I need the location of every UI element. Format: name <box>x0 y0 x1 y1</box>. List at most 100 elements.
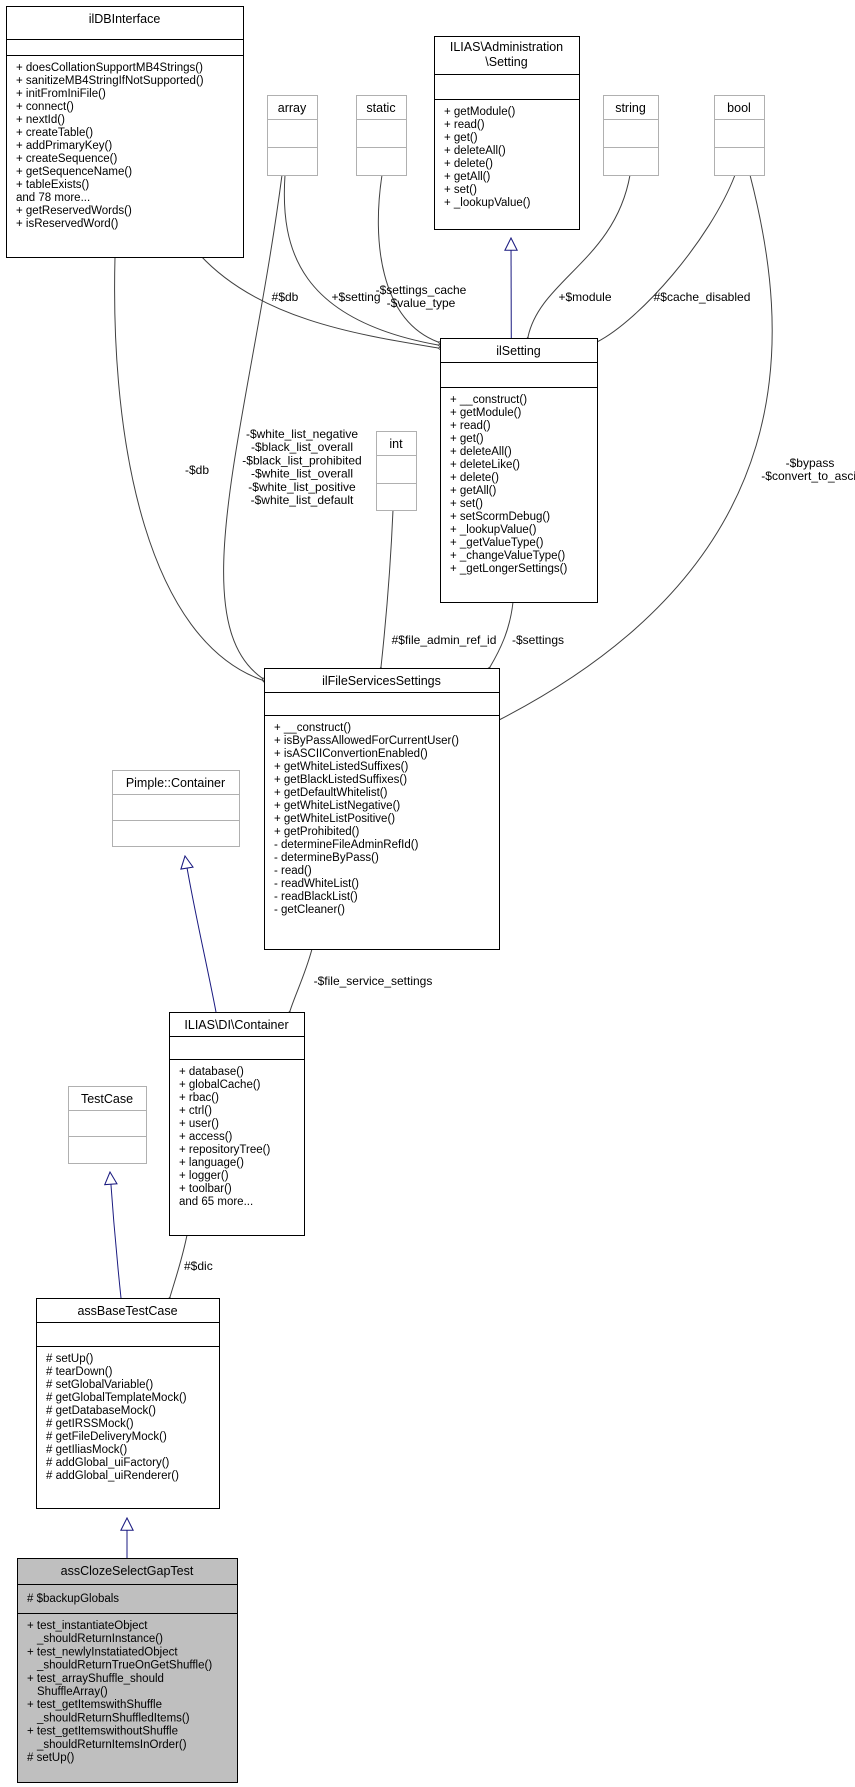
class-method: # getFileDeliveryMock() <box>46 1431 167 1443</box>
class-di-container: ILIAS\DI\Container+ database()+ globalCa… <box>169 1012 305 1236</box>
class-method: # setUp() <box>27 1752 74 1764</box>
agg-ilsetting-fss <box>490 601 514 667</box>
class-ilfileservicessettings: ilFileServicesSettings + __construct() + i… <box>264 668 500 950</box>
relation-label: -$file_service_settings <box>314 974 433 988</box>
class-title: string <box>615 101 646 115</box>
class-method: + createTable() <box>16 127 93 139</box>
class-method: + getSequenceName() <box>16 166 132 178</box>
class-title: int <box>389 437 403 451</box>
class-method: + _lookupValue() <box>444 197 531 209</box>
class-method: _shouldReturnShuffledItems() <box>36 1712 190 1724</box>
relation-label: -$black_list_overall <box>251 440 353 454</box>
class-testcase: TestCase <box>68 1086 147 1164</box>
class-method: - getCleaner() <box>274 904 345 916</box>
class-title: ilDBInterface <box>89 12 161 26</box>
class-method: + addPrimaryKey() <box>16 140 112 152</box>
class-method: + set() <box>444 184 477 196</box>
relation-label: -$white_list_negative <box>246 427 358 441</box>
class-array: array <box>267 95 318 176</box>
relation-label: #$dic <box>184 1259 213 1273</box>
inherit-container-pimple <box>185 856 217 1013</box>
class-method: - readWhiteList() <box>274 878 359 890</box>
class-method: + getModule() <box>444 106 515 118</box>
agg-static-ilsetting <box>377 174 438 342</box>
class-method: + getProhibited() <box>274 826 360 838</box>
class-method: + user() <box>179 1118 219 1130</box>
agg-container-base <box>170 1234 188 1297</box>
class-method: + _changeValueType() <box>450 550 565 562</box>
class-method: + _lookupValue() <box>450 524 537 536</box>
relation-label: -$settings_cache <box>376 283 467 297</box>
class-method: + getDefaultWhitelist() <box>274 787 388 799</box>
class-int: int <box>376 431 417 511</box>
class-ilsetting: ilSetting+ __construct()+ getModule()+ r… <box>440 338 598 603</box>
class-method: + _getLongerSettings() <box>450 563 567 575</box>
class-method: + connect() <box>16 101 74 113</box>
class-method: + access() <box>179 1131 233 1143</box>
class-method: + get() <box>450 433 484 445</box>
class-method: + get() <box>444 132 478 144</box>
class-method: + test_getItemswithoutShuffle <box>27 1726 178 1738</box>
class-method: # getIRSSMock() <box>46 1418 134 1430</box>
class-method: and 65 more... <box>179 1196 253 1208</box>
class-method: # getDatabaseMock() <box>46 1405 156 1417</box>
class-title: assClozeSelectGapTest <box>61 1564 194 1578</box>
class-method: and 78 more... <box>16 192 90 204</box>
agg-db-fss <box>114 256 262 680</box>
class-title: ILIAS\DI\Container <box>184 1018 288 1032</box>
class-method: + getWhiteListNegative() <box>274 800 400 812</box>
class-assbasetestcase: assBaseTestCase# setUp()# tearDown()# se… <box>36 1298 220 1509</box>
class-method: + getReservedWords() <box>16 205 132 217</box>
relation-labels: #$db+$setting-$settings_cache-$value_typ… <box>184 283 855 1273</box>
class-method: + isASCIIConvertionEnabled() <box>274 748 428 760</box>
class-pimple-container: Pimple::Container <box>112 770 240 847</box>
class-method: + __construct() <box>450 394 527 406</box>
class-method: + doesCollationSupportMB4Strings() <box>16 62 203 74</box>
class-method: _shouldReturnItemsInOrder() <box>36 1739 187 1751</box>
class-method: + language() <box>179 1157 244 1169</box>
class-method: # getGlobalTemplateMock() <box>46 1392 187 1404</box>
class-method: + rbac() <box>179 1092 219 1104</box>
class-method: + logger() <box>179 1170 229 1182</box>
class-title: ILIAS\Administration <box>450 40 563 54</box>
classes: ilDBInterface + doesCollationSupportMB4St… <box>6 6 765 1783</box>
class-method: # setGlobalVariable() <box>46 1379 153 1391</box>
relation-label: -$white_list_positive <box>248 480 356 494</box>
class-method: ShuffleArray() <box>37 1686 108 1698</box>
class-method: + test_newlyInstatiatedObject <box>27 1646 178 1658</box>
agg-array-fss <box>223 174 283 678</box>
class-method: - read() <box>274 865 312 877</box>
class-method: + repositoryTree() <box>179 1144 270 1156</box>
class-method: + createSequence() <box>16 153 117 165</box>
class-method: - determineByPass() <box>274 852 379 864</box>
class-title: array <box>278 101 307 115</box>
class-method: + getModule() <box>450 407 521 419</box>
class-method: + delete() <box>450 472 499 484</box>
class-method: # addGlobal_uiRenderer() <box>46 1470 179 1482</box>
class-title: TestCase <box>81 1092 133 1106</box>
class-method: + toolbar() <box>179 1183 232 1195</box>
class-method: + read() <box>444 119 485 131</box>
class-method: + deleteAll() <box>444 145 506 157</box>
class-method: + getBlackListedSuffixes() <box>274 774 407 786</box>
class-method: + initFromIniFile() <box>16 88 106 100</box>
agg-int-fss <box>381 509 394 667</box>
class-assclozeselectgaptest: assClozeSelectGapTest# $backupGlobals+ t… <box>17 1558 238 1783</box>
class-method: + __construct() <box>274 722 351 734</box>
class-administration-setting: ILIAS\Administration\Setting + getModule(… <box>434 36 580 230</box>
class-method: _shouldReturnInstance() <box>36 1633 163 1645</box>
class-method: + set() <box>450 498 483 510</box>
class-method: # addGlobal_uiFactory() <box>46 1457 170 1469</box>
agg-db-ilsetting <box>199 254 438 348</box>
class-title: ilFileServicesSettings <box>322 674 441 688</box>
class-method: + test_instantiateObject <box>27 1620 148 1632</box>
class-method: - readBlackList() <box>274 891 358 903</box>
class-method: + getAll() <box>450 485 497 497</box>
class-title: \Setting <box>485 55 527 69</box>
class-title: static <box>366 101 395 115</box>
relations <box>110 174 773 1558</box>
class-method: + nextId() <box>16 114 65 126</box>
class-method: # setUp() <box>46 1353 93 1365</box>
class-title: assBaseTestCase <box>77 1304 177 1318</box>
class-method: + getWhiteListPositive() <box>274 813 395 825</box>
